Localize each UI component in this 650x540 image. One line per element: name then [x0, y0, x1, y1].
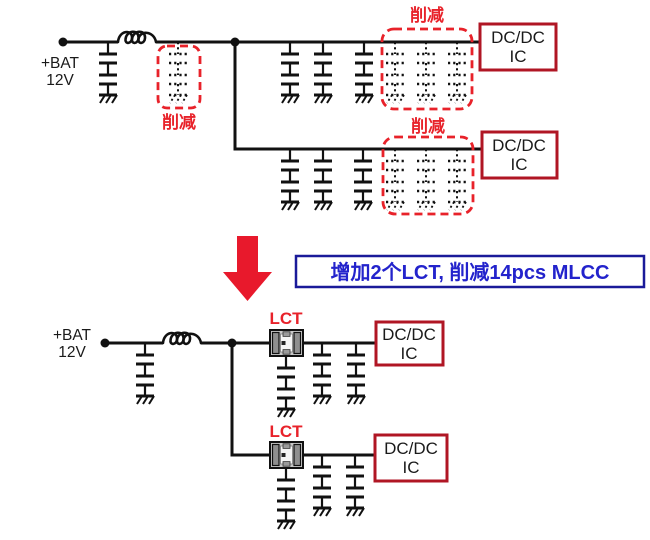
ic-label-line2: IC	[510, 47, 527, 66]
wire-rail-2	[233, 42, 482, 151]
removed-mlcc-branch	[446, 40, 468, 105]
battery-label: +BAT	[53, 327, 92, 344]
lct-label-1: LCT	[269, 309, 303, 328]
inductor	[161, 331, 203, 346]
mlcc-branch	[311, 341, 333, 406]
reduction-box-input	[156, 44, 202, 110]
reduce-label-3: 削减	[411, 116, 445, 136]
ic-box-frame	[480, 130, 559, 180]
mlcc-branch	[345, 341, 367, 406]
lct-label-2: LCT	[269, 422, 303, 441]
ic-label-line2: IC	[401, 344, 418, 363]
removed-mlcc-branch	[167, 40, 189, 105]
mlcc-branch	[97, 40, 119, 105]
ic-label-line1: DC/DC	[491, 28, 545, 47]
lct-component-2	[269, 441, 304, 469]
mlcc-branch	[275, 466, 297, 531]
ic-label-line1: DC/DC	[492, 136, 546, 155]
transition-section: 增加2个LCT, 削减14pcs MLCC	[223, 236, 646, 301]
battery-voltage: 12V	[58, 344, 86, 361]
ic-label-line1: DC/DC	[382, 325, 436, 344]
removed-mlcc-branch	[384, 147, 406, 212]
mlcc-branch	[134, 341, 156, 406]
removed-mlcc-branch	[384, 40, 406, 105]
reduction-box-rail2	[381, 135, 475, 216]
dcdc-ic-box-2: DC/DC IC	[480, 130, 559, 180]
ic-label-line2: IC	[403, 458, 420, 477]
mlcc-branch	[275, 354, 297, 419]
mlcc-branch	[311, 453, 333, 518]
dcdc-ic-box-1: DC/DC IC	[478, 22, 558, 72]
dcdc-ic-box-3: DC/DC IC	[374, 320, 445, 367]
ic-label-line1: DC/DC	[384, 439, 438, 458]
mlcc-branch	[353, 40, 375, 105]
down-arrow-icon	[223, 236, 272, 301]
note-text: 增加2个LCT, 削减14pcs MLCC	[331, 260, 610, 284]
mlcc-branch	[312, 40, 334, 105]
reduce-label-2: 削减	[410, 5, 444, 25]
before-circuit: +BAT 12V 削减 削减 削减 DC/DC IC	[41, 5, 559, 216]
reduce-label-1: 削减	[162, 112, 196, 132]
wire-rail-2	[230, 343, 270, 457]
mlcc-branch	[352, 147, 374, 212]
ic-box-frame	[374, 320, 445, 367]
mlcc-branch	[279, 147, 301, 212]
note-box	[294, 254, 646, 289]
mlcc-branch	[279, 40, 301, 105]
dcdc-ic-box-4: DC/DC IC	[373, 433, 449, 483]
mlcc-branch	[312, 147, 334, 212]
removed-mlcc-branch	[415, 40, 437, 105]
removed-mlcc-branch	[415, 147, 437, 212]
lct-component-1	[269, 329, 304, 357]
mlcc-branch	[344, 453, 366, 518]
inductor	[116, 30, 158, 45]
battery-label: +BAT	[41, 55, 80, 72]
ic-box-frame	[478, 22, 558, 72]
battery-voltage: 12V	[46, 72, 74, 89]
ic-box-frame	[373, 433, 449, 483]
after-circuit: +BAT 12V LCT LCT DC/DC IC DC/DC IC	[53, 309, 449, 531]
removed-mlcc-branch	[446, 147, 468, 212]
reduction-box-rail1	[380, 27, 474, 111]
ic-label-line2: IC	[511, 155, 528, 174]
